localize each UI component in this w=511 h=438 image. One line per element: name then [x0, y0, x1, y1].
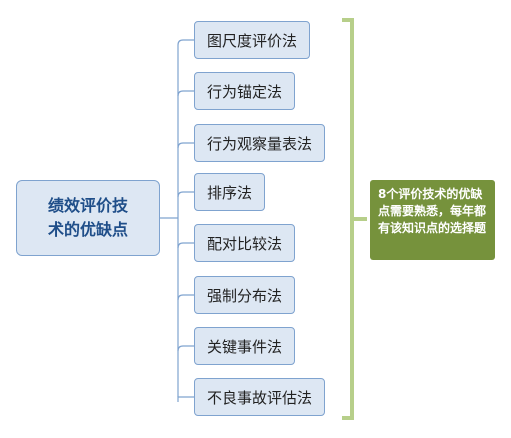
method-node-forced-distribution[interactable]: 强制分布法 [194, 276, 296, 314]
method-node-graphic-rating-scale[interactable]: 图尺度评价法 [194, 21, 311, 59]
method-node-critical-incident[interactable]: 关键事件法 [194, 327, 296, 365]
summary-note[interactable]: 8个评价技术的优缺点需要熟悉，每年都有该知识点的选择题 [370, 180, 495, 260]
summary-brace [342, 18, 367, 420]
method-node-ranking[interactable]: 排序法 [194, 173, 266, 211]
connector-method-1 [177, 39, 194, 46]
method-node-behavior-observation[interactable]: 行为观察量表法 [194, 124, 326, 162]
method-node-paired-comparison[interactable]: 配对比较法 [194, 224, 296, 262]
connector-method-2 [177, 90, 194, 97]
method-node-bars[interactable]: 行为锚定法 [194, 72, 296, 110]
connector-method-4 [177, 191, 194, 198]
connector-method-5 [177, 242, 194, 249]
connector-method-6 [177, 294, 194, 301]
connector-method-8 [177, 396, 194, 402]
method-node-adverse-event[interactable]: 不良事故评估法 [194, 378, 326, 416]
connector-method-3 [177, 142, 194, 149]
root-topic-node[interactable]: 绩效评价技术的优缺点 [16, 180, 160, 256]
connector-method-7 [177, 345, 194, 352]
